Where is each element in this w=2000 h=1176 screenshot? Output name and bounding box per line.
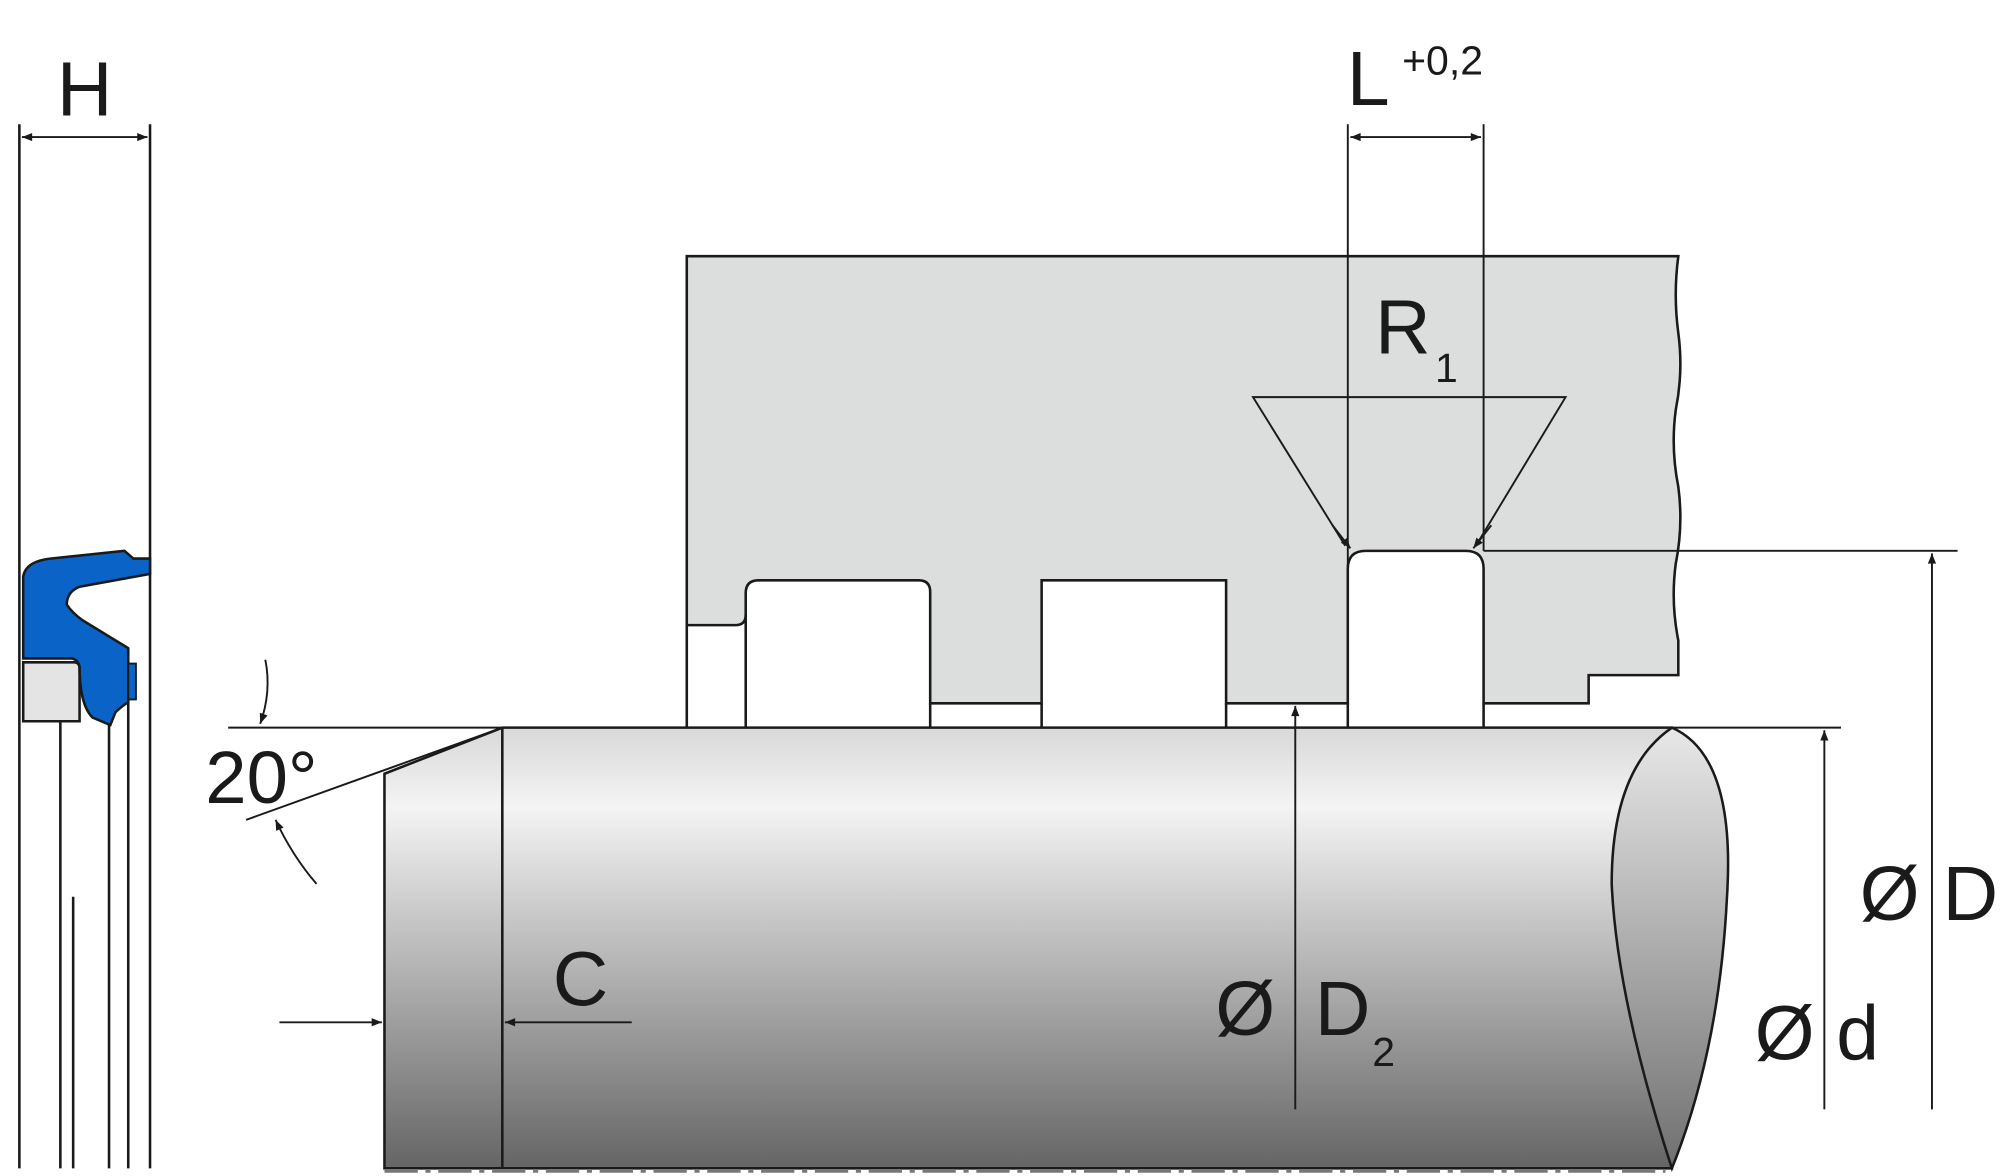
bore-diameter-symbol: Ø xyxy=(1860,851,1920,937)
radius-arrow xyxy=(1472,524,1493,549)
seal-heel xyxy=(127,662,137,701)
housing xyxy=(685,254,1682,705)
angle-arrow-bottom xyxy=(274,819,318,885)
radius-leader xyxy=(1251,396,1568,547)
chamfer-length-label: C xyxy=(553,937,609,1023)
height-label: H xyxy=(57,46,113,132)
seal-profile xyxy=(21,549,152,727)
rod-diameter-label: d xyxy=(1836,990,1879,1076)
angle-extension-line xyxy=(245,726,503,821)
angle-arrow-top xyxy=(259,659,269,725)
rod-end-face xyxy=(1610,726,1730,1173)
rod xyxy=(383,726,1730,1173)
groove-length-tolerance: +0,2 xyxy=(1402,37,1483,83)
bore-diameter-label: D xyxy=(1943,851,1999,937)
groove-length-label: L xyxy=(1347,36,1390,122)
radius-label: R xyxy=(1375,285,1431,371)
groove-diameter-label: D xyxy=(1315,966,1371,1052)
backup-ring xyxy=(21,661,81,723)
radius-arrow xyxy=(1331,524,1352,549)
seal-cross-section: H xyxy=(18,46,152,1169)
groove-diameter-subscript: 2 xyxy=(1372,1029,1395,1075)
groove-diameter-symbol: Ø xyxy=(1215,966,1275,1052)
radius-subscript: 1 xyxy=(1435,345,1458,391)
rod-diameter-symbol: Ø xyxy=(1755,990,1815,1076)
chamfer-angle-label: 20° xyxy=(205,736,317,819)
